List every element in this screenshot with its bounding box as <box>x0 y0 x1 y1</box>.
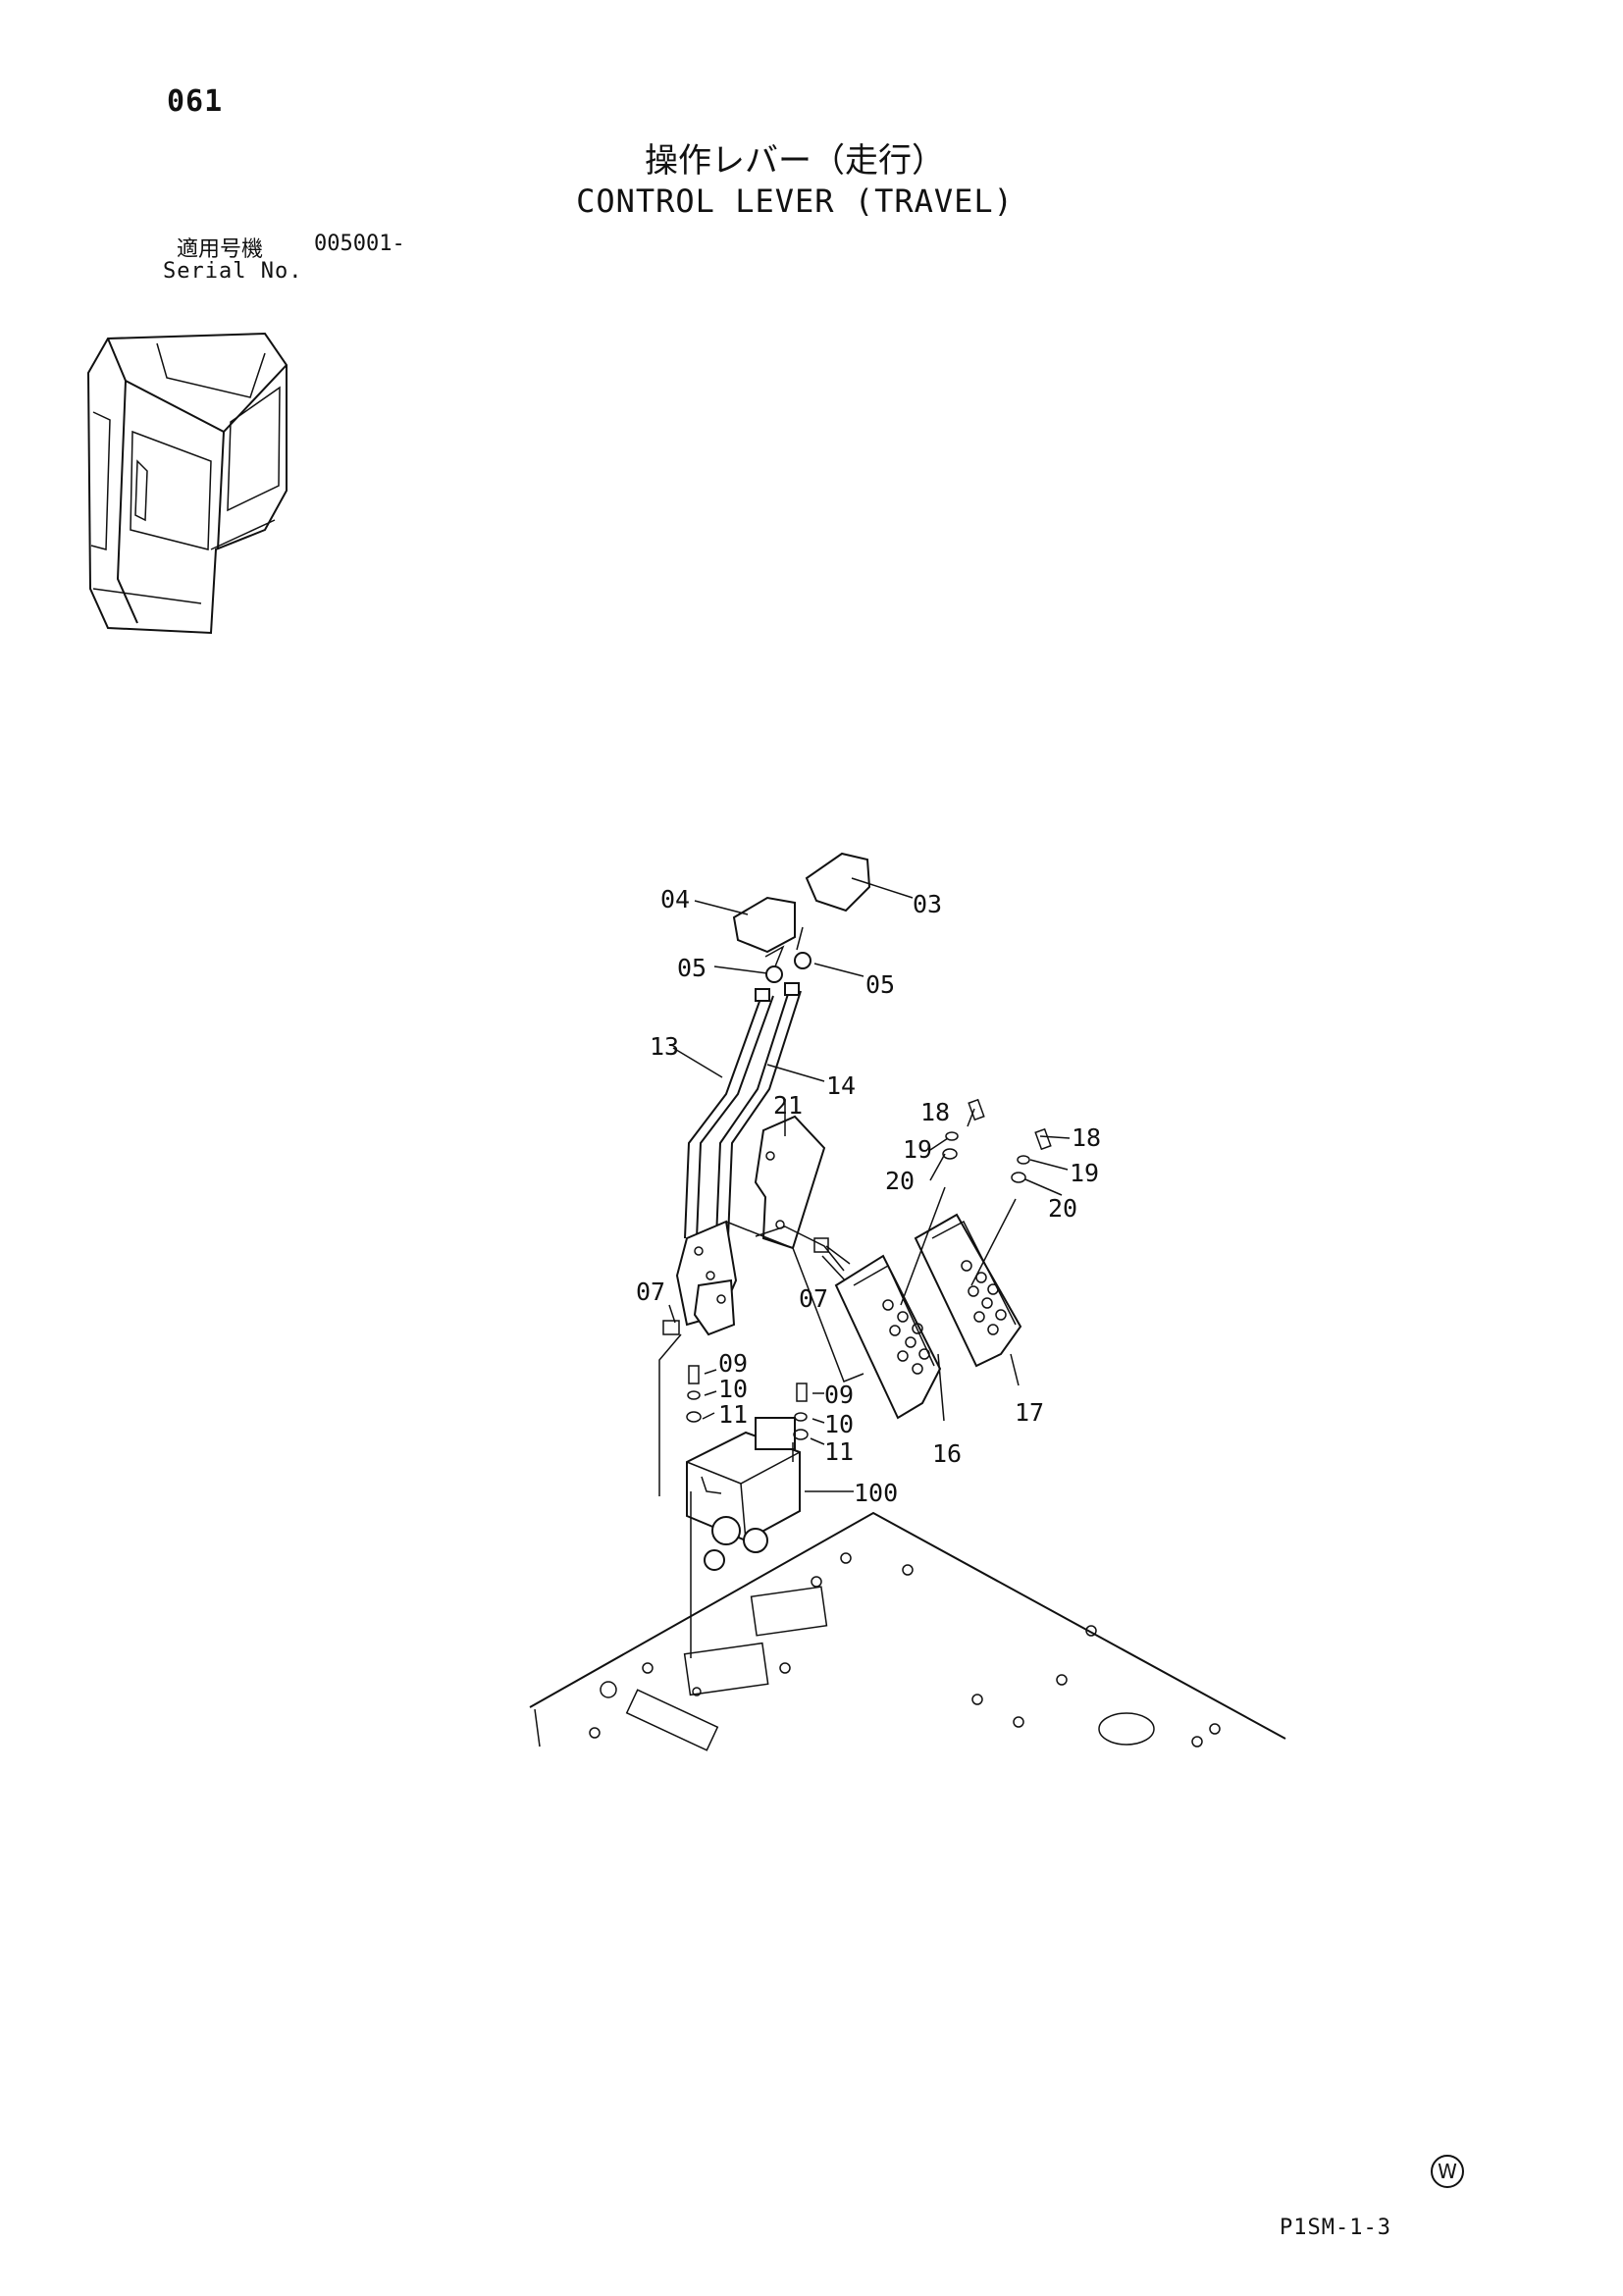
callout-20-left: 20 <box>885 1167 915 1195</box>
callout-18-left: 18 <box>920 1098 950 1126</box>
watermark-icon: W <box>1431 2155 1464 2188</box>
title-english: CONTROL LEVER (TRAVEL) <box>576 183 1014 220</box>
serial-label-japanese: 適用号機 <box>177 237 264 262</box>
callout-17: 17 <box>1015 1398 1044 1427</box>
travel-levers <box>684 982 802 1239</box>
page-number: 061 <box>167 84 224 119</box>
callout-09-right: 09 <box>824 1381 854 1409</box>
callout-05-left: 05 <box>677 954 707 982</box>
serial-number-value: 005001- <box>314 232 405 256</box>
callout-09-left: 09 <box>718 1349 748 1378</box>
pedal-bracket <box>675 1115 896 1383</box>
callout-10-right: 10 <box>824 1410 854 1438</box>
callout-19-left: 19 <box>903 1135 932 1164</box>
leader-lines <box>658 877 1071 1658</box>
drawing-code: P1SM-1-3 <box>1280 2216 1391 2240</box>
callout-19-right: 19 <box>1070 1159 1099 1187</box>
callout-100: 100 <box>854 1479 898 1507</box>
callout-20-right: 20 <box>1048 1194 1077 1223</box>
serial-label-english: Serial No. <box>163 259 303 284</box>
callout-04: 04 <box>660 885 690 913</box>
callout-14: 14 <box>826 1071 856 1100</box>
callout-13: 13 <box>650 1032 679 1061</box>
lever-knobs <box>732 852 871 983</box>
callout-21: 21 <box>773 1091 803 1120</box>
callout-11-right: 11 <box>824 1437 854 1466</box>
callout-labels: 04 03 05 05 13 14 21 18 18 19 19 20 20 0… <box>636 885 1101 1507</box>
callout-05-right: 05 <box>865 970 895 999</box>
callout-07-left: 07 <box>636 1278 665 1306</box>
callout-10-left: 10 <box>718 1375 748 1403</box>
callout-18-right: 18 <box>1072 1123 1101 1152</box>
pedals <box>834 1213 1022 1420</box>
floor-plate <box>529 1511 1286 1751</box>
pilot-valve <box>686 1417 801 1571</box>
callout-07-right: 07 <box>799 1284 828 1313</box>
callout-03: 03 <box>913 890 942 918</box>
title-japanese: 操作レバー（走行） <box>645 141 945 181</box>
cab-thumbnail-illustration <box>86 332 288 635</box>
callout-16: 16 <box>932 1439 962 1468</box>
fasteners <box>662 1098 1052 1440</box>
callout-11-left: 11 <box>718 1400 748 1429</box>
